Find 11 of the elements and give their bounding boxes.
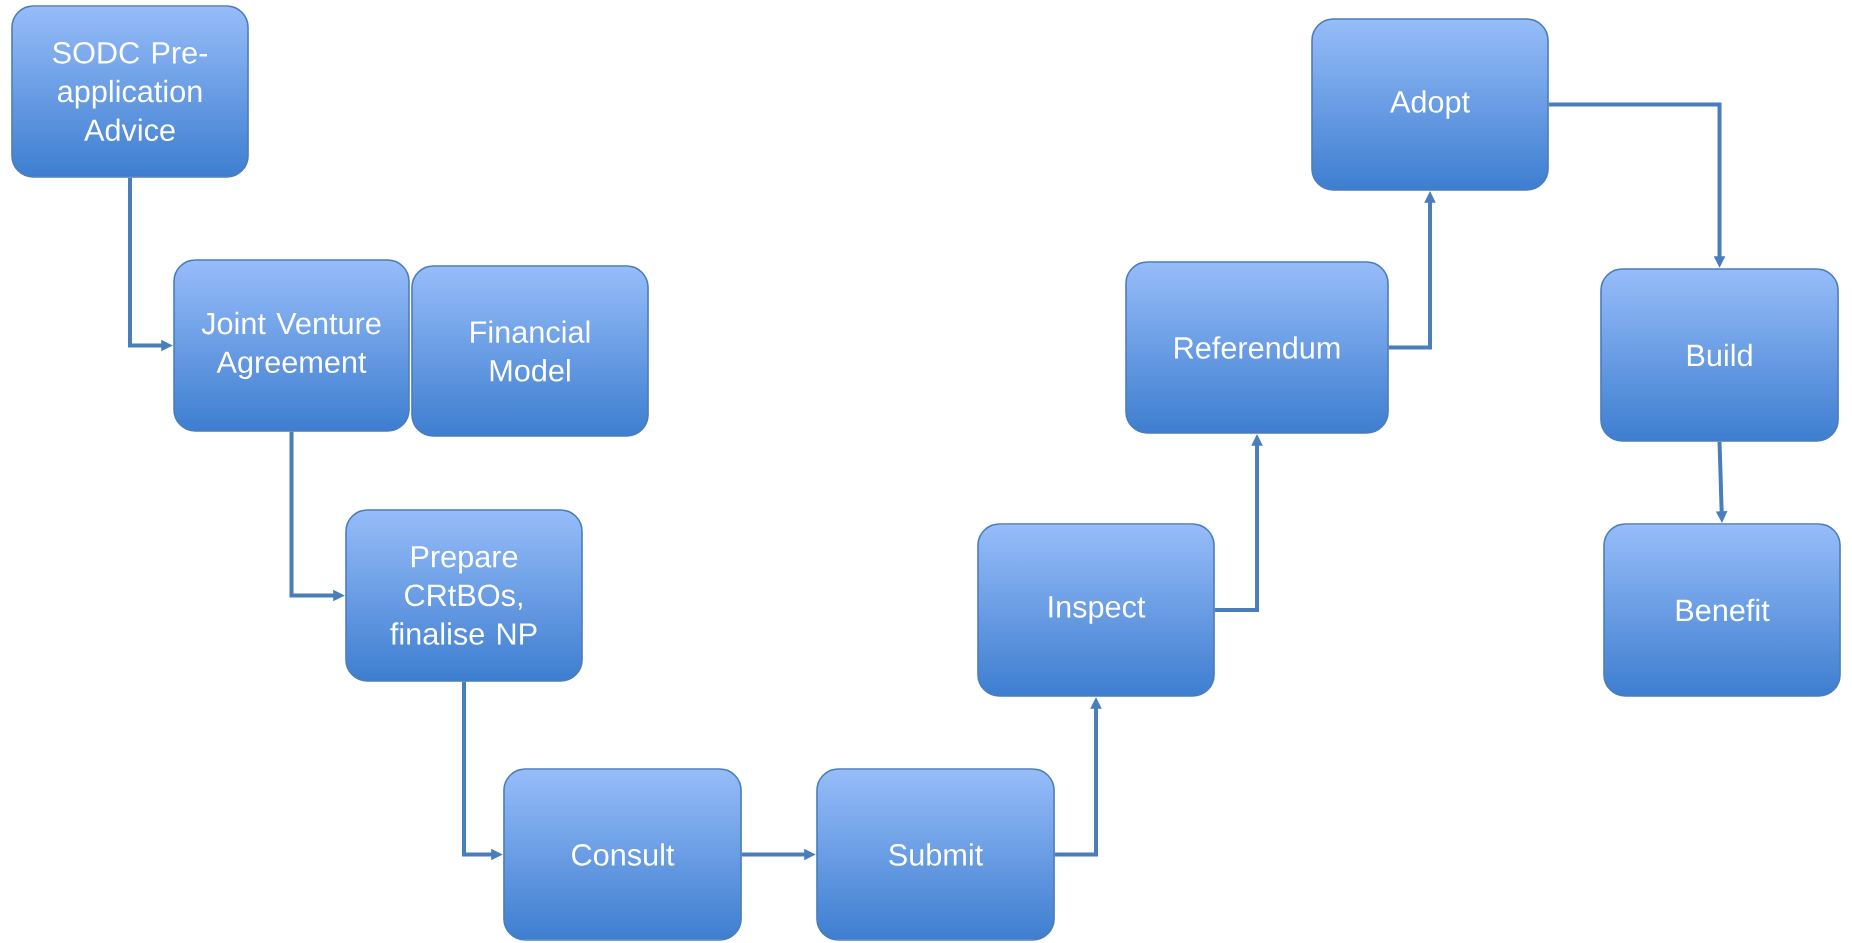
process-box: Benefit (1603, 523, 1841, 697)
process-box: Referendum (1125, 261, 1389, 434)
process-box: Inspect (977, 523, 1215, 697)
process-box: Consult (503, 768, 742, 941)
process-box: SODC Pre-application Advice (11, 5, 249, 178)
process-box: Adopt (1311, 18, 1549, 191)
process-box: Build (1600, 268, 1839, 442)
process-box: Prepare CRtBOs, finalise NP (345, 509, 583, 682)
process-box: Submit (816, 768, 1055, 941)
process-box: Financial Model (411, 265, 649, 437)
process-box: Joint Venture Agreement (173, 259, 410, 432)
